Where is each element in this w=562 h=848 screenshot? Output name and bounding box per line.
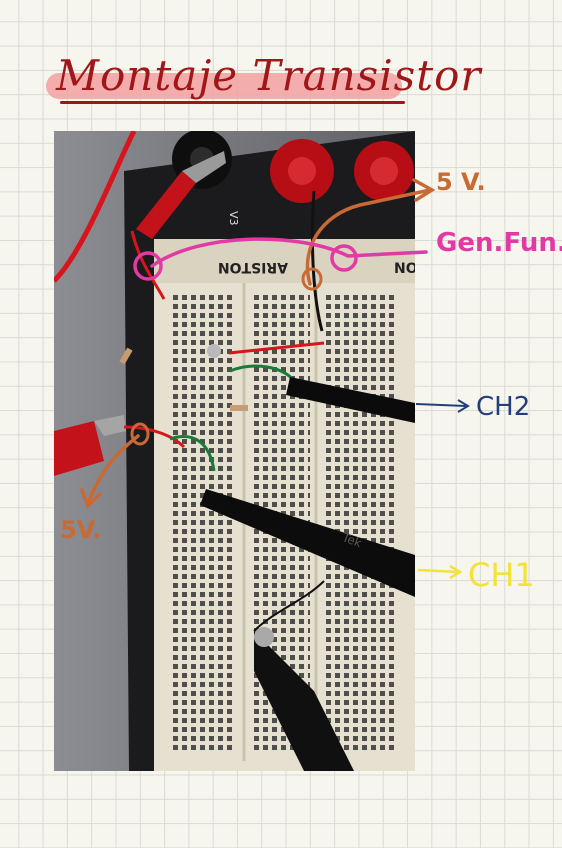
- board-label: ARISTON: [218, 259, 288, 275]
- title-highlight: [46, 73, 402, 99]
- resistor-2: [230, 405, 248, 411]
- breadboard-photo: ARISTON NO V3: [54, 131, 415, 771]
- probe-ch1: [200, 489, 415, 597]
- channel-1-label: CH1: [468, 556, 535, 594]
- page-title: Montaje Transistor: [56, 51, 482, 100]
- probe-ch2: [286, 377, 415, 423]
- transistor: [207, 344, 221, 358]
- ground-lead: [254, 631, 354, 771]
- function-generator-label: Gen.Fun.: [436, 228, 562, 258]
- channel-2-label: CH2: [476, 392, 531, 422]
- terminal-red-2: [354, 141, 414, 201]
- terminal-red-1: [270, 139, 334, 203]
- supply-5v-label: 5 V.: [436, 168, 486, 196]
- title-underline: [60, 101, 405, 104]
- supply-5v-left-label: 5V.: [60, 516, 102, 544]
- resistor-1: [119, 347, 133, 365]
- board-label-right: NO: [394, 261, 415, 277]
- svg-text:Tek: Tek: [339, 530, 363, 550]
- breadboard-photo-drawing: ARISTON NO V3: [54, 131, 415, 771]
- terminal-label: V3: [227, 211, 240, 226]
- crocodile-clip-top: [136, 171, 196, 239]
